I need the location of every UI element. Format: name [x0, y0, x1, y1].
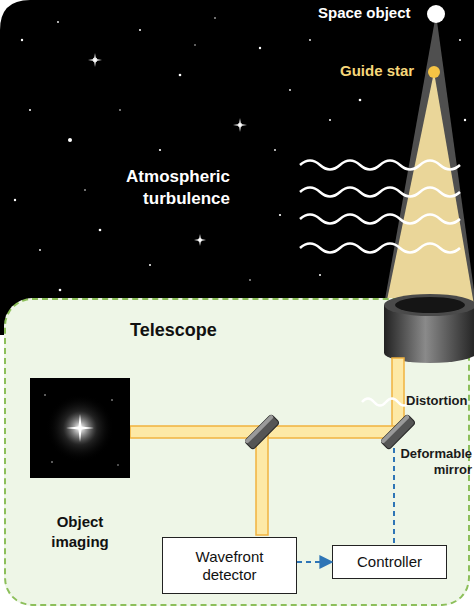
- process-box: Controller: [332, 545, 447, 579]
- imaging-label: Object imaging: [35, 512, 125, 552]
- turbulence-label: Atmospheric turbulence: [60, 166, 230, 210]
- telescope-region: TelescopeWavefront detector Controller: [4, 298, 470, 606]
- object-light-cone: [384, 14, 474, 305]
- telescope-tube: [384, 294, 474, 363]
- process-box: Wavefront detector: [162, 537, 297, 594]
- deformable-mirror-shape: [380, 414, 415, 449]
- guide-star-label: Guide star: [340, 62, 414, 79]
- stars: [14, 17, 466, 306]
- bright-stars: [68, 53, 247, 246]
- space-object-dot: [427, 5, 445, 23]
- distortion-wave: [362, 399, 410, 406]
- box-label: Controller: [357, 553, 422, 571]
- region-heading: Telescope: [130, 320, 217, 341]
- light-beams: [130, 358, 404, 535]
- box-label: Wavefront detector: [177, 548, 282, 584]
- beam-splitter-shape: [244, 414, 279, 449]
- turbulence-waves: [300, 161, 460, 253]
- object-image: [30, 378, 130, 478]
- guide-star-light-cone: [386, 72, 474, 305]
- object-label: Space object: [318, 4, 411, 21]
- mirror-label: Deformable mirror: [398, 446, 472, 478]
- distortion-label: Distortion: [406, 393, 467, 408]
- control-signal-line: [393, 447, 395, 543]
- signal-arrow: [297, 561, 332, 563]
- night-sky: [0, 0, 474, 335]
- guide-star-dot: [428, 66, 440, 78]
